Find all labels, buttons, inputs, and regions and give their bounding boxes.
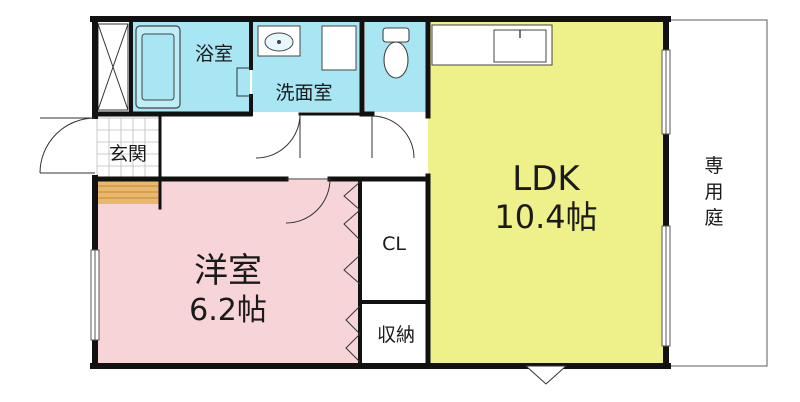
garden-label-2: 用: [704, 181, 723, 203]
wash-basin: [257, 25, 301, 57]
western-room-size: 6.2帖: [189, 293, 267, 328]
ldk-name: LDK: [512, 159, 581, 199]
bathtub: [135, 25, 181, 109]
ldk-size: 10.4帖: [494, 198, 597, 236]
windows: [90, 49, 671, 347]
storage-room: [362, 304, 426, 364]
toilet: [382, 27, 410, 79]
closet-room: [362, 180, 426, 302]
entrance-label: 玄関: [109, 143, 147, 165]
storage-label: 収納: [377, 324, 415, 346]
western-room-name: 洋室: [194, 251, 262, 291]
closet-label: CL: [382, 233, 406, 255]
bay-marker: [524, 365, 568, 385]
garden-label-1: 専: [704, 155, 723, 177]
garden-label-3: 庭: [704, 207, 723, 229]
ldk-room: [428, 22, 666, 364]
utility-shelf: [97, 23, 129, 111]
entrance-step: [97, 180, 159, 204]
washing-machine-pan: [321, 25, 357, 71]
bath-label: 浴室: [195, 43, 233, 65]
doors: [39, 67, 415, 363]
washroom-label: 洗面室: [275, 82, 332, 104]
kitchen-sink: [431, 24, 553, 66]
garden-area: [664, 19, 768, 367]
